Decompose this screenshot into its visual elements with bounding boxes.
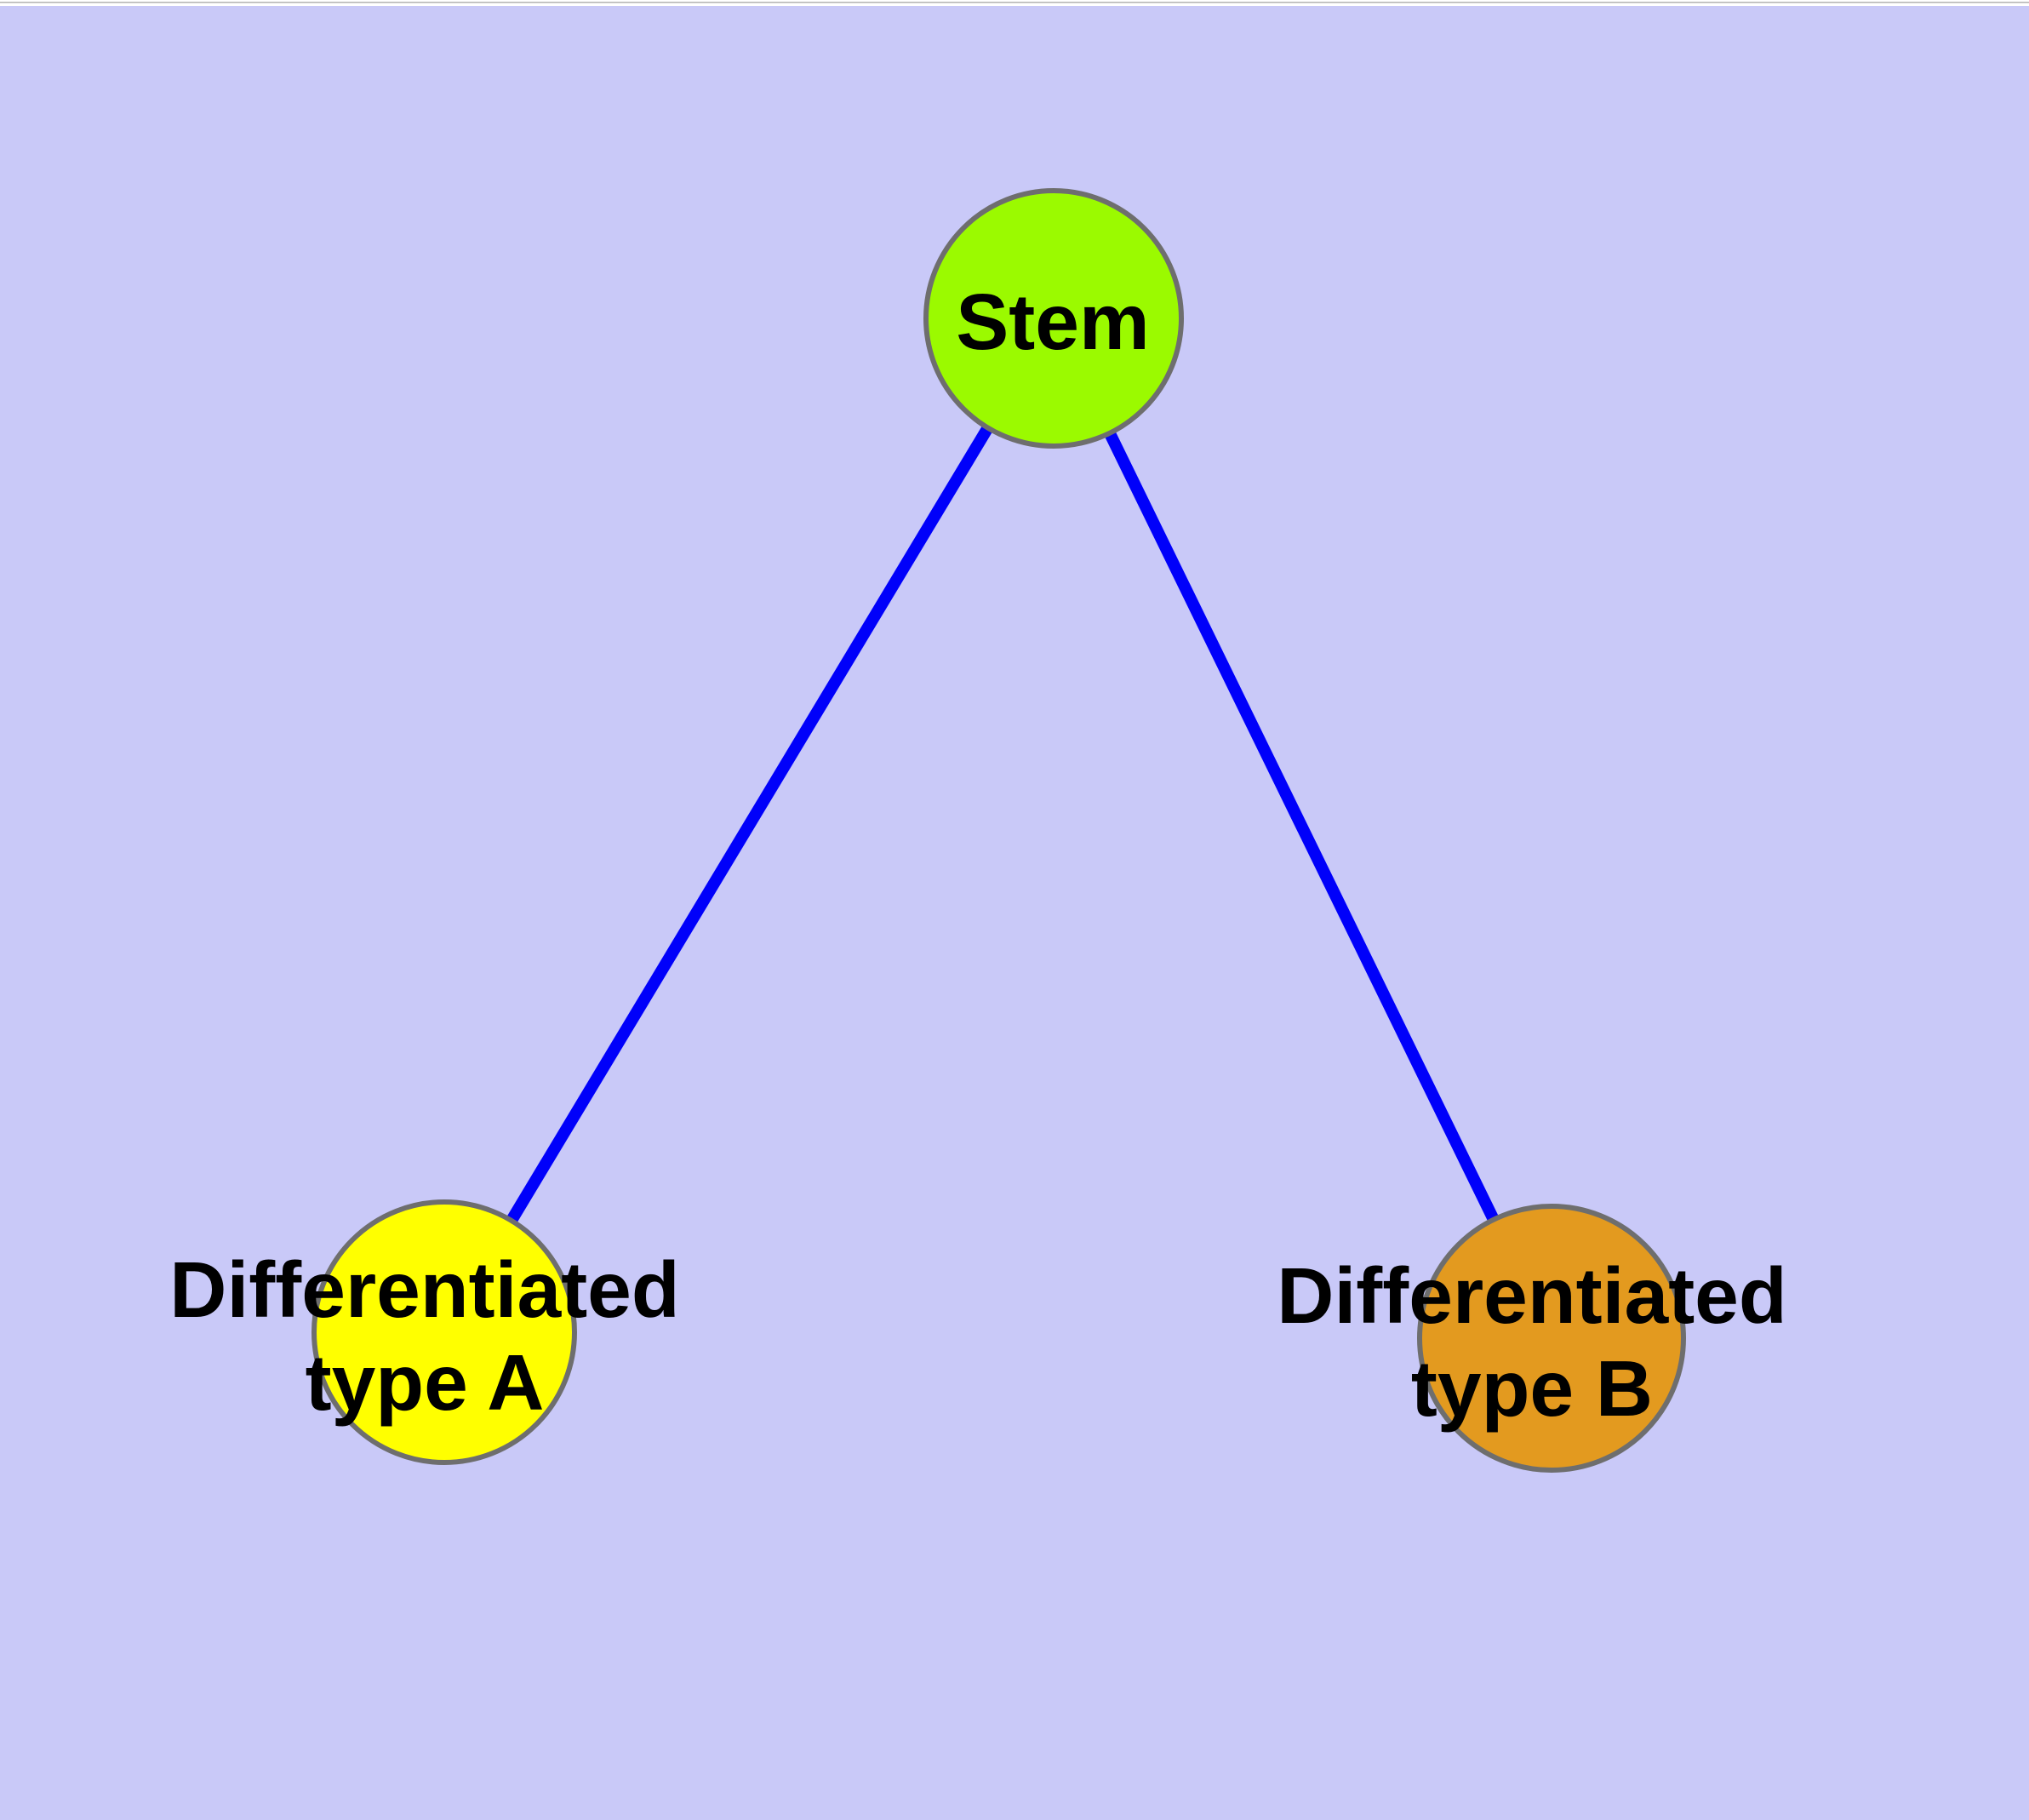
node-type-a-label-line1: Differentiated	[169, 1245, 679, 1334]
node-type-a-label-line2: type A	[306, 1338, 545, 1427]
edge-group	[439, 315, 1557, 1342]
top-hairline	[0, 2, 2029, 3]
node-type-b-circle	[1417, 1204, 1686, 1473]
node-stem-circle	[923, 188, 1184, 449]
label-group: Stem Differentiated type A Differentiate…	[169, 278, 1786, 1433]
node-type-b-label-line2: type B	[1411, 1344, 1653, 1433]
edge-stem-to-type-b	[1048, 315, 1557, 1342]
edge-stem-to-type-a	[439, 315, 1059, 1336]
node-stem-label: Stem	[956, 278, 1149, 366]
node-group	[311, 188, 1686, 1473]
node-type-a-circle	[311, 1199, 577, 1465]
node-type-b-label-line1: Differentiated	[1277, 1251, 1786, 1340]
